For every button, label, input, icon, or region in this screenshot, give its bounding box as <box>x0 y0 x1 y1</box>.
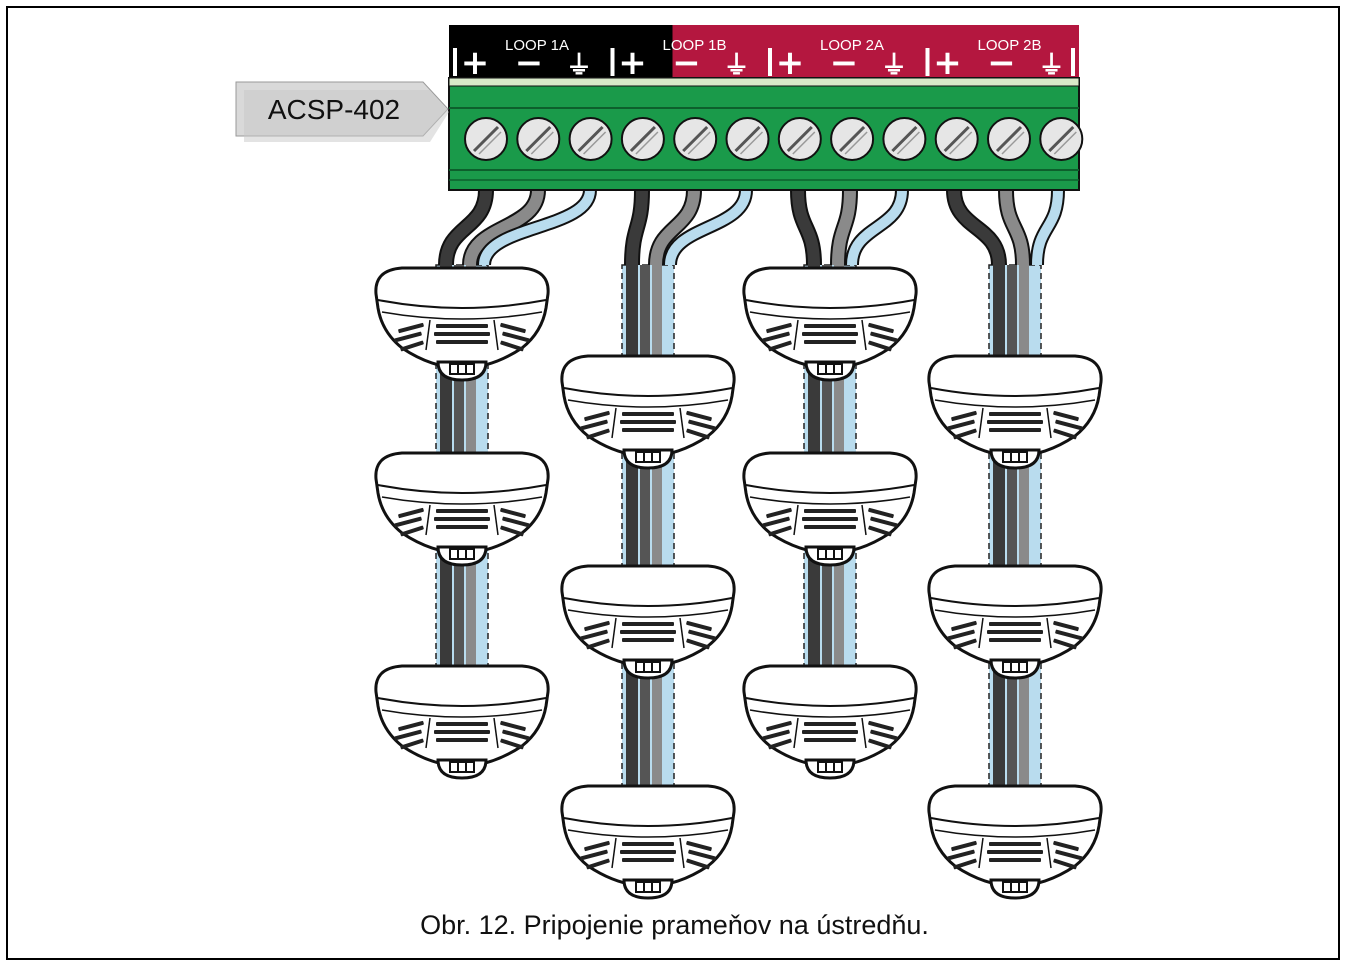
smoke-detector-icon <box>927 564 1103 680</box>
plus-wire <box>993 265 1005 840</box>
plus-wire <box>640 265 650 840</box>
terminal-block <box>448 77 1084 191</box>
loop-separator <box>453 48 457 76</box>
loop-separator <box>610 48 615 76</box>
loop-label: LOOP 1A <box>505 37 569 54</box>
loop-separator <box>1071 48 1075 76</box>
ground-icon: ⏚ <box>566 51 592 81</box>
lead-wire <box>792 189 820 266</box>
figure-caption: Obr. 12. Pripojenie prameňov na ústredňu… <box>420 910 929 940</box>
smoke-detector-icon <box>374 451 550 567</box>
minus-symbol: − <box>987 43 1016 83</box>
minus-symbol: − <box>515 43 544 83</box>
smoke-detector-icon <box>560 354 736 470</box>
smoke-detector-icon <box>927 784 1103 900</box>
ground-icon: ⏚ <box>1038 51 1064 81</box>
loop-separator <box>925 48 930 76</box>
ground-icon: ⏚ <box>723 51 749 81</box>
smoke-detector-icon <box>742 664 918 780</box>
loop-label: LOOP 2B <box>978 37 1042 54</box>
terminal-screw <box>464 117 508 161</box>
terminal-screw <box>830 117 875 161</box>
wire-bundle <box>621 189 753 841</box>
wire-bundle <box>946 189 1065 841</box>
minus-wire <box>1019 265 1029 840</box>
lead-wire <box>847 189 907 266</box>
smoke-detector-icon <box>374 266 550 382</box>
minus-wire <box>652 265 662 840</box>
lead-wire <box>464 189 544 266</box>
lead-wire <box>650 189 700 266</box>
terminal-screw <box>620 117 665 161</box>
smoke-detector-icon <box>560 564 736 680</box>
lead-wire <box>626 189 648 266</box>
terminal-screw <box>568 117 613 161</box>
minus-symbol: − <box>672 43 701 83</box>
terminal-screw <box>516 117 561 161</box>
ground-icon: ⏚ <box>881 51 907 81</box>
smoke-detector-icon <box>927 354 1103 470</box>
lead-wire <box>665 189 751 266</box>
device-label-tag: ACSP-402 <box>235 81 449 142</box>
plus-symbol: + <box>461 43 490 83</box>
loop-header-bg <box>449 25 607 78</box>
terminal-screws <box>464 117 1084 161</box>
terminal-screw <box>934 117 979 161</box>
lead-wire <box>1000 189 1029 266</box>
terminal-screw <box>673 117 718 161</box>
loop-header-bg <box>764 25 922 78</box>
loop-header-bg <box>606 25 673 78</box>
device-label: ACSP-402 <box>268 94 400 125</box>
loop-separator <box>768 48 772 76</box>
smoke-detector-icon <box>560 784 736 900</box>
loop-header-bg <box>921 25 1079 78</box>
minus-symbol: − <box>830 43 859 83</box>
plus-symbol: + <box>776 43 805 83</box>
terminal-screw <box>725 117 770 161</box>
lead-wire <box>440 189 492 266</box>
lead-wire <box>1032 189 1063 266</box>
loop-label: LOOP 2A <box>820 37 884 54</box>
lead-wire <box>479 189 595 266</box>
smoke-detector-icon <box>374 664 550 780</box>
plus-wire <box>1007 265 1017 840</box>
smoke-detector-icon <box>742 266 918 382</box>
plus-symbol: + <box>618 43 647 83</box>
plus-symbol: + <box>933 43 962 83</box>
terminal-screw <box>882 117 927 161</box>
lead-wire <box>948 189 1005 266</box>
terminal-screw <box>777 117 822 161</box>
lead-wire <box>832 189 856 266</box>
terminal-header: LOOP 1A+−⏚LOOP 1B+−⏚LOOP 2A+−⏚LOOP 2B+−⏚ <box>449 25 1079 83</box>
smoke-detector-icon <box>742 451 918 567</box>
loop-label: LOOP 1B <box>663 37 727 54</box>
terminal-screw <box>1039 117 1084 161</box>
terminal-screw <box>987 117 1031 161</box>
plus-wire <box>626 265 638 840</box>
